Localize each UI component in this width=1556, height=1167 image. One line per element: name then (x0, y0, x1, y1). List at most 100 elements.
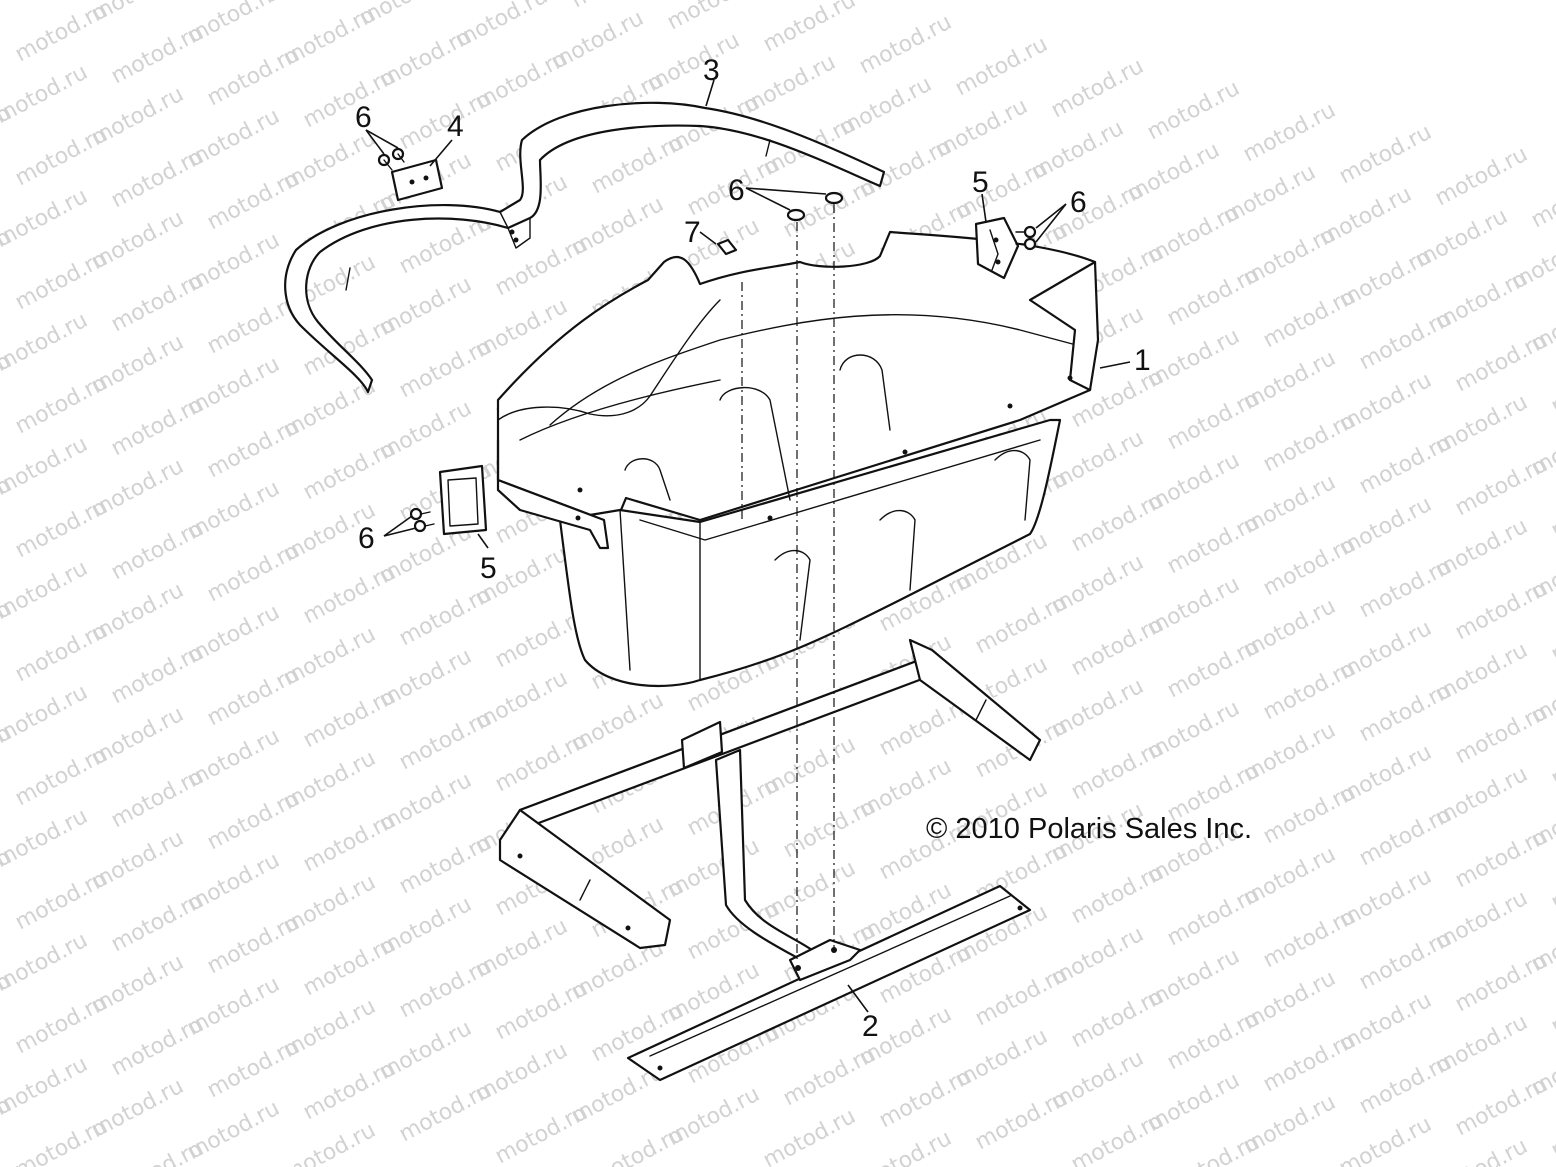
watermark-text: motod.ru (663, 0, 764, 35)
watermark-text: motod.ru (395, 830, 496, 899)
watermark-text: motod.ru (1355, 1050, 1456, 1119)
watermark-text: motod.ru (203, 166, 304, 235)
callout-clip: 4 (447, 110, 464, 143)
watermark-text: motod.ru (107, 392, 208, 461)
watermark-text: motod.ru (107, 268, 208, 337)
watermark-text: motod.ru (1047, 54, 1148, 123)
watermark-text: motod.ru (11, 990, 112, 1059)
leader-lines (365, 79, 1131, 1013)
watermark-text: motod.ru (1067, 984, 1168, 1053)
watermark-text: motod.ru (1259, 656, 1360, 725)
strap (284, 101, 886, 394)
watermark-text: motod.ru (107, 516, 208, 585)
watermark-text: motod.ru (1547, 970, 1556, 1039)
watermark-text: motod.ru (203, 662, 304, 731)
watermark-text: motod.ru (0, 0, 92, 5)
watermark-text: motod.ru (107, 764, 208, 833)
watermark-text: motod.ru (1451, 328, 1552, 397)
watermark-text: motod.ru (1431, 1134, 1532, 1167)
watermark-text: motod.ru (1547, 474, 1556, 543)
watermark-text: motod.ru (203, 42, 304, 111)
watermark-text: motod.ru (759, 0, 860, 57)
watermark-text: motod.ru (1163, 1130, 1264, 1167)
watermark-text: motod.ru (11, 494, 112, 563)
watermark-text: motod.ru (1355, 678, 1456, 747)
watermark-text: motod.ru (1355, 926, 1456, 995)
watermark-text: motod.ru (971, 962, 1072, 1031)
watermark-text: motod.ru (11, 866, 112, 935)
watermark-text: motod.ru (107, 1136, 208, 1167)
watermark-text: motod.ru (1355, 430, 1456, 499)
plate-left (438, 464, 488, 536)
watermark-text: motod.ru (203, 1034, 304, 1103)
callout-base: 2 (862, 1010, 879, 1043)
watermark-text: motod.ru (299, 932, 400, 1001)
watermark-text: motod.ru (395, 706, 496, 775)
copyright-notice: © 2010 Polaris Sales Inc. (926, 813, 1252, 845)
watermark-text: motod.ru (11, 0, 112, 67)
watermark-text: motod.ru (203, 910, 304, 979)
assembly-lines (741, 204, 835, 960)
watermark-text: motod.ru (567, 0, 668, 13)
watermark-text: motod.ru (1259, 1028, 1360, 1097)
watermark-text: motod.ru (1335, 1112, 1436, 1167)
watermark-text: motod.ru (11, 370, 112, 439)
watermark-text: motod.ru (279, 1118, 380, 1167)
plate-right (974, 216, 1020, 280)
watermark-text: motod.ru (1239, 98, 1340, 167)
watermark-text: motod.ru (1547, 350, 1556, 419)
watermark-text: motod.ru (107, 20, 208, 89)
watermark-text: motod.ru (1547, 598, 1556, 667)
watermark-text: motod.ru (1259, 284, 1360, 353)
watermark-text: motod.ru (107, 888, 208, 957)
watermark-text: motod.ru (1547, 1094, 1556, 1163)
watermark-text: motod.ru (759, 1104, 860, 1167)
watermark-text: motod.ru (1259, 904, 1360, 973)
watermark-text: motod.ru (855, 10, 956, 79)
watermark-text: motod.ru (875, 1064, 976, 1133)
watermark-text: motod.ru (1547, 722, 1556, 791)
watermark-text: motod.ru (299, 684, 400, 753)
watermark-text: motod.ru (779, 794, 880, 863)
callout-screw: 7 (684, 216, 701, 249)
base-frame (498, 638, 1042, 1082)
watermark-text: motod.ru (395, 86, 496, 155)
watermark-text: motod.ru (1451, 948, 1552, 1017)
watermark-text: motod.ru (11, 122, 112, 191)
watermark-text: motod.ru (971, 1086, 1072, 1155)
watermark-text: motod.ru (299, 436, 400, 505)
callout-fastener-left: 6 (358, 522, 375, 555)
watermark-text: motod.ru (1067, 612, 1168, 681)
watermark-text: motod.ru (1527, 164, 1556, 233)
clip (390, 158, 444, 202)
watermark-text: motod.ru (107, 640, 208, 709)
watermark-text: motod.ru (107, 144, 208, 213)
watermark-text: motod.ru (491, 1100, 592, 1167)
watermark-text: motod.ru (1355, 802, 1456, 871)
watermark-text: motod.ru (11, 742, 112, 811)
watermark-text: motod.ru (299, 560, 400, 629)
watermark-text: motod.ru (1451, 576, 1552, 645)
watermark-text: motod.ru (587, 130, 688, 199)
watermark-text: motod.ru (1067, 736, 1168, 805)
watermark-text: motod.ru (395, 954, 496, 1023)
watermark-text: motod.ru (1355, 554, 1456, 623)
watermark-text: motod.ru (203, 786, 304, 855)
watermark-text: motod.ru (0, 0, 16, 45)
callout-fastener-top-center: 6 (728, 174, 745, 207)
watermark-text: motod.ru (395, 582, 496, 651)
watermark-text: motod.ru (1259, 780, 1360, 849)
watermark-text: motod.ru (951, 32, 1052, 101)
watermark-text: motod.ru (1259, 532, 1360, 601)
watermark-text: motod.ru (1163, 510, 1264, 579)
callout-rack: 1 (1134, 344, 1151, 377)
watermark-text: motod.ru (1431, 142, 1532, 211)
watermark-text: motod.ru (1335, 120, 1436, 189)
watermark-text: motod.ru (11, 246, 112, 315)
watermark-text: motod.ru (1451, 452, 1552, 521)
callout-plate-right: 5 (972, 166, 989, 199)
watermark-text: motod.ru (1067, 488, 1168, 557)
watermark-text: motod.ru (11, 1114, 112, 1167)
callout-fastener-right: 6 (1070, 186, 1087, 219)
watermark-text: motod.ru (203, 414, 304, 483)
